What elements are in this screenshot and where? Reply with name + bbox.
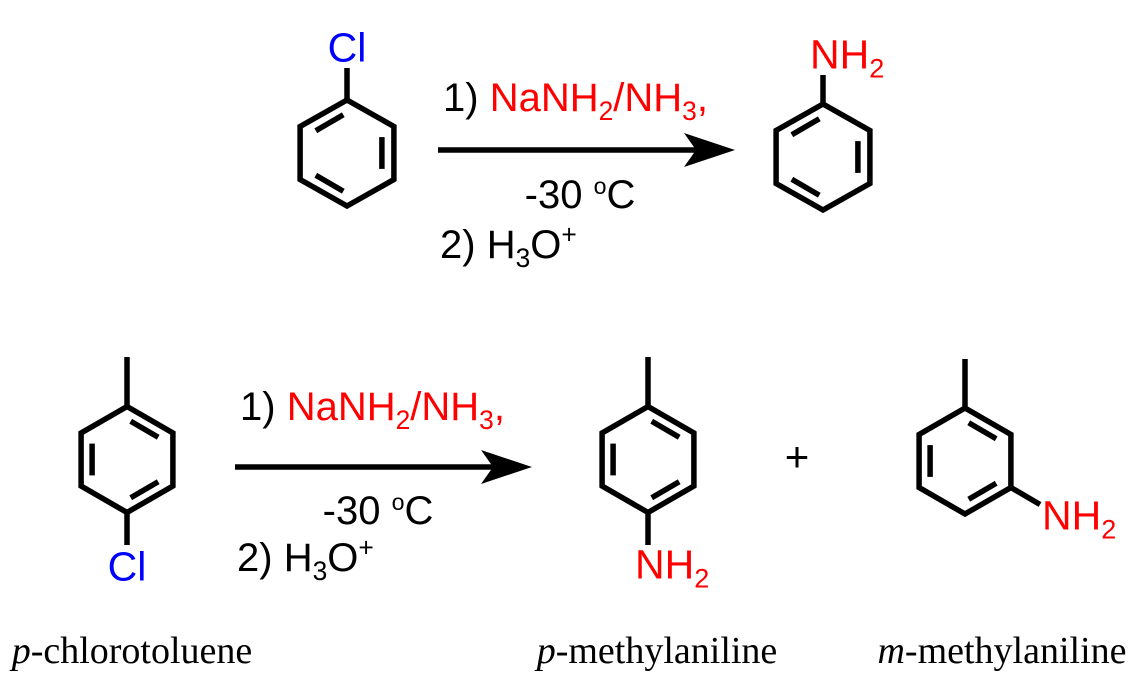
amine-atom-label-m-methylaniline: NH2 bbox=[1042, 492, 1116, 543]
reagent-part: H bbox=[283, 536, 313, 580]
double-bond-inner bbox=[650, 479, 681, 501]
caption-italic-prefix: p bbox=[11, 630, 31, 672]
benzene-ring bbox=[78, 403, 176, 516]
reagent-part: NaNH bbox=[286, 385, 396, 429]
amine-atom-label-p-methylaniline: NH2 bbox=[635, 541, 709, 592]
double-bond-inner bbox=[967, 420, 998, 442]
caption-text: -methylaniline bbox=[904, 630, 1127, 672]
conditions-step1-top: 1) NaNH2/NH3, bbox=[443, 76, 708, 124]
amine-atom-label-aniline: NH2 bbox=[810, 31, 884, 82]
amine-label-subscript: 2 bbox=[694, 563, 710, 594]
amine-label-subscript: 2 bbox=[869, 53, 885, 84]
temperature-label-top: -30 oC bbox=[524, 173, 636, 217]
caption-p-chlorotoluene: p-chlorotoluene bbox=[12, 632, 253, 670]
reagent-part: H bbox=[486, 223, 516, 267]
reagent-part: /NH bbox=[410, 385, 480, 429]
step-number: 1) bbox=[240, 385, 287, 429]
reagent-subscript: 3 bbox=[682, 96, 697, 126]
benzene-ring bbox=[297, 96, 397, 210]
amine-label-main: NH bbox=[635, 541, 695, 588]
reagent-part: O bbox=[530, 223, 562, 267]
chlorobenzene-structure bbox=[297, 68, 397, 210]
reaction-arrow-top bbox=[438, 133, 735, 167]
benzene-ring bbox=[916, 404, 1014, 518]
reagent-part: /NH bbox=[613, 76, 683, 120]
temperature-value: -30 bbox=[524, 173, 594, 217]
double-bond-inner bbox=[790, 176, 821, 198]
caption-text: -methylaniline bbox=[555, 630, 778, 672]
arrow-head bbox=[684, 133, 735, 167]
step-number: 1) bbox=[443, 76, 490, 120]
arrow-head bbox=[481, 450, 532, 484]
benzene-ring bbox=[773, 100, 873, 214]
double-bond-inner bbox=[314, 112, 345, 134]
caption-italic-prefix: m bbox=[877, 630, 905, 672]
double-bond-inner bbox=[314, 172, 345, 194]
reagent-part: NaNH bbox=[489, 76, 599, 120]
conditions-step2-top: 2) H3O+ bbox=[440, 221, 577, 271]
benzene-ring bbox=[599, 403, 697, 516]
reagent-suffix: , bbox=[493, 385, 505, 429]
caption-p-methylaniline: p-methylaniline bbox=[537, 632, 778, 670]
reagent-text: NaNH2/NH3, bbox=[286, 385, 505, 433]
conditions-step1-bottom: 1) NaNH2/NH3, bbox=[240, 385, 505, 433]
double-bond-inner bbox=[129, 418, 160, 440]
step-number: 2) bbox=[237, 536, 284, 580]
reagent-subscript: 2 bbox=[598, 96, 614, 126]
aniline-structure bbox=[773, 75, 873, 214]
double-bond-inner bbox=[790, 116, 821, 138]
charge-superscript: + bbox=[561, 219, 577, 250]
degree-symbol: o bbox=[391, 489, 405, 515]
amine-label-main: NH bbox=[1042, 492, 1102, 539]
conditions-step2-bottom: 2) H3O+ bbox=[237, 534, 374, 584]
c-n-bond bbox=[1009, 485, 1042, 507]
chlorine-atom-label-top: Cl bbox=[327, 24, 367, 71]
amine-label-main: NH bbox=[810, 31, 870, 78]
reagent-subscript: 3 bbox=[479, 405, 494, 435]
plus-sign: + bbox=[784, 433, 810, 480]
temperature-label-bottom: -30 oC bbox=[322, 489, 434, 533]
m-methylaniline-structure bbox=[916, 359, 1042, 518]
reaction-arrow-bottom bbox=[235, 450, 532, 484]
charge-superscript: + bbox=[358, 532, 374, 563]
p-chlorotoluene-structure bbox=[78, 357, 176, 545]
double-bond-inner bbox=[967, 480, 998, 502]
reagent-part: O bbox=[327, 536, 359, 580]
caption-italic-prefix: p bbox=[536, 630, 556, 672]
chlorine-atom-label-bottom: Cl bbox=[107, 543, 147, 590]
reagent-subscript: 3 bbox=[515, 243, 531, 273]
reagent-subscript: 2 bbox=[395, 405, 411, 435]
amine-label-subscript: 2 bbox=[1101, 514, 1117, 545]
temperature-unit: C bbox=[606, 173, 636, 217]
degree-symbol: o bbox=[593, 173, 607, 199]
double-bond-inner bbox=[129, 479, 160, 501]
reagent-subscript: 3 bbox=[312, 556, 328, 586]
reagent-suffix: , bbox=[696, 76, 708, 120]
caption-m-methylaniline: m-methylaniline bbox=[877, 632, 1126, 670]
temperature-unit: C bbox=[404, 489, 434, 533]
caption-text: -chlorotoluene bbox=[30, 630, 253, 672]
temperature-value: -30 bbox=[322, 489, 392, 533]
reagent-text: NaNH2/NH3, bbox=[489, 76, 708, 124]
step-number: 2) bbox=[440, 223, 487, 267]
p-methylaniline-structure bbox=[599, 357, 697, 545]
double-bond-inner bbox=[650, 418, 681, 440]
